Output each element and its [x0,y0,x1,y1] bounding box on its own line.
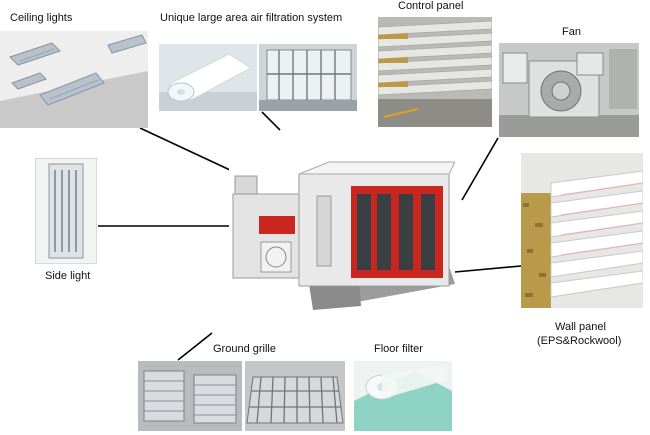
photo-ground-grille [245,361,345,431]
photo-wall-panel [521,153,643,308]
label-ground-grille: Ground grille [213,343,276,355]
connector-wall-panel [454,265,522,273]
label-floor-filter: Floor filter [374,343,423,355]
label-control-panel: Control panel [398,0,464,12]
photo-floor-filter [354,361,452,431]
photo-spray-booth [229,156,455,313]
label-wall-panel-material: (EPS&Rockwool) [537,335,622,347]
photo-air-filter-roll [159,44,257,111]
label-air-filtration: Unique large area air filtration system [160,12,343,24]
photo-control-panel [378,17,492,127]
connector-ceiling-lights [139,127,231,171]
label-ceiling-lights: Ceiling lights [10,12,73,24]
photo-side-light [35,158,97,264]
label-side-light: Side light [45,270,91,282]
photo-ground-grille-stack [138,361,242,431]
label-fan: Fan [562,26,581,38]
connector-ground-grille [177,332,213,361]
connector-air-filtration [261,111,281,131]
label-wall-panel: Wall panel [555,321,606,333]
connector-fan [461,137,499,201]
photo-fan [499,43,639,137]
photo-ceiling-lights [0,31,148,128]
photo-air-filtration-frame [259,44,357,111]
